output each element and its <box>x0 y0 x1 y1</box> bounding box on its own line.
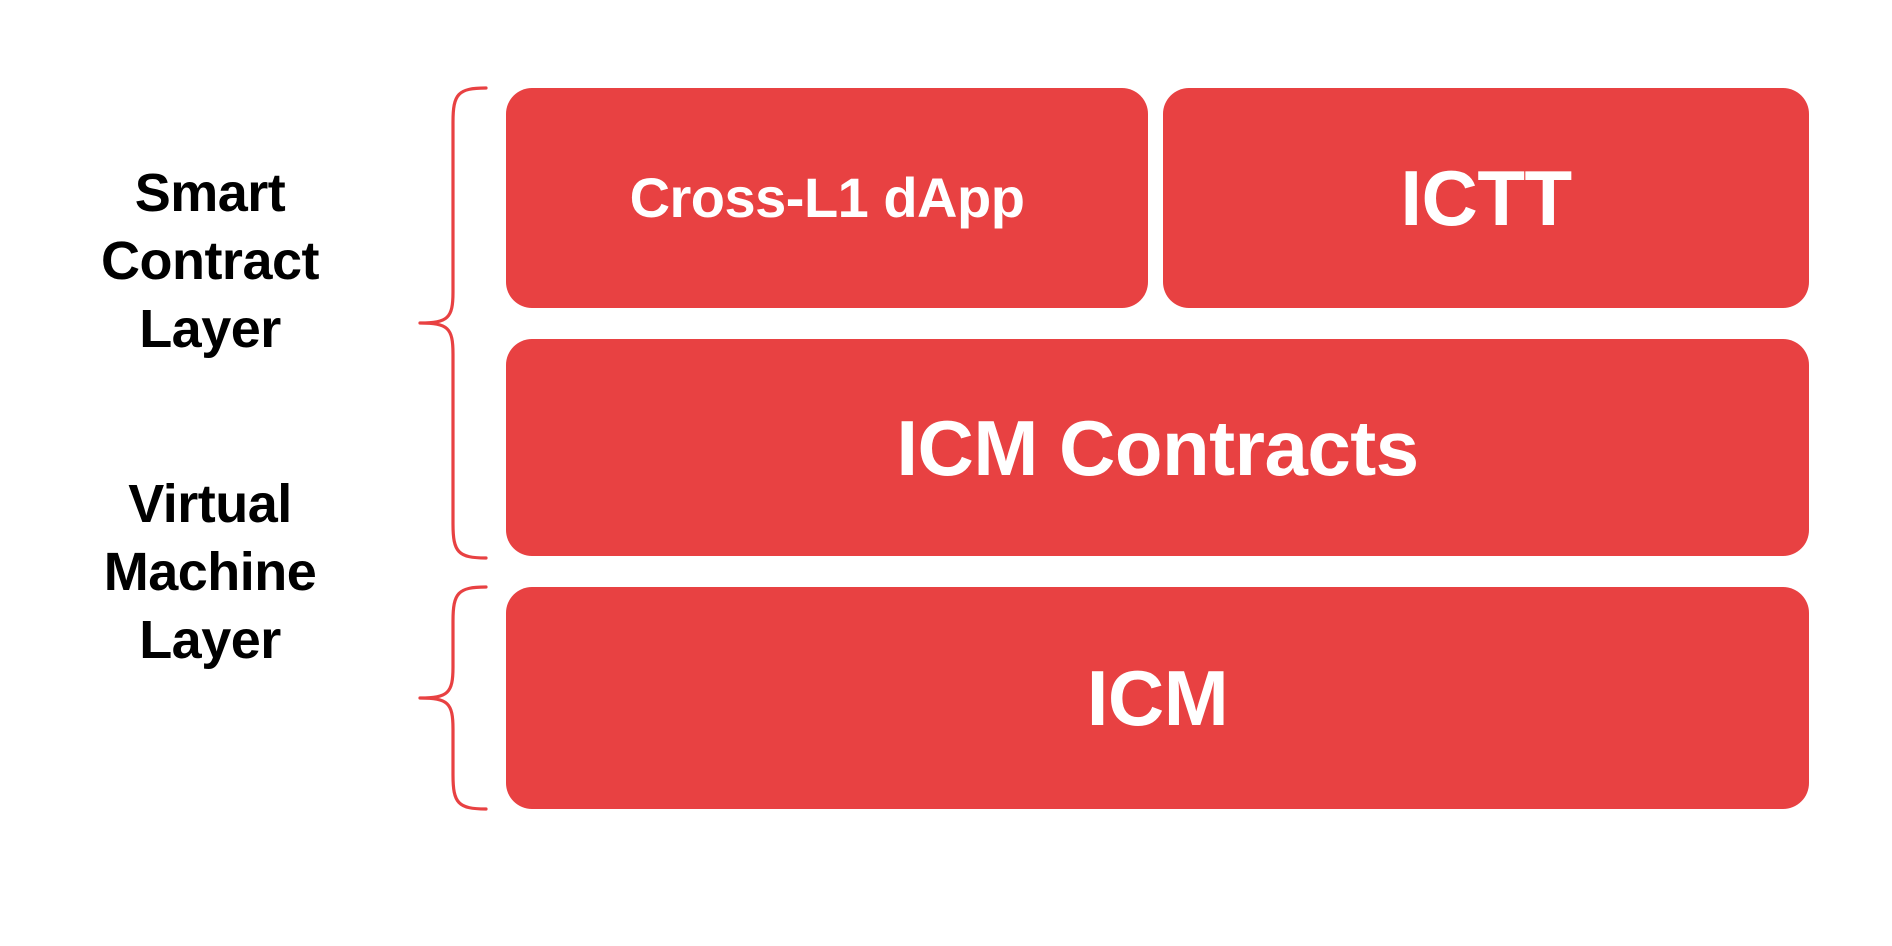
node-box-ictt[interactable]: ICTT <box>1163 88 1809 308</box>
layer-label-smart-contract: Smart Contract Layer <box>100 163 320 359</box>
node-box-icm[interactable]: ICM <box>506 587 1809 809</box>
node-label-ictt: ICTT <box>1400 154 1572 242</box>
layer-label-virtual-machine: Virtual Machine Layer <box>103 474 317 670</box>
node-label-icm-contracts: ICM Contracts <box>896 403 1419 492</box>
node-box-cross-l1-dapp[interactable]: Cross-L1 dApp <box>506 88 1148 308</box>
node-box-icm-contracts[interactable]: ICM Contracts <box>506 339 1809 556</box>
node-label-icm: ICM <box>1086 654 1229 742</box>
curly-brace-smart-contract-icon <box>418 86 488 560</box>
node-label-cross-l1-dapp: Cross-L1 dApp <box>629 166 1025 229</box>
curly-brace-virtual-machine-icon <box>418 585 488 811</box>
